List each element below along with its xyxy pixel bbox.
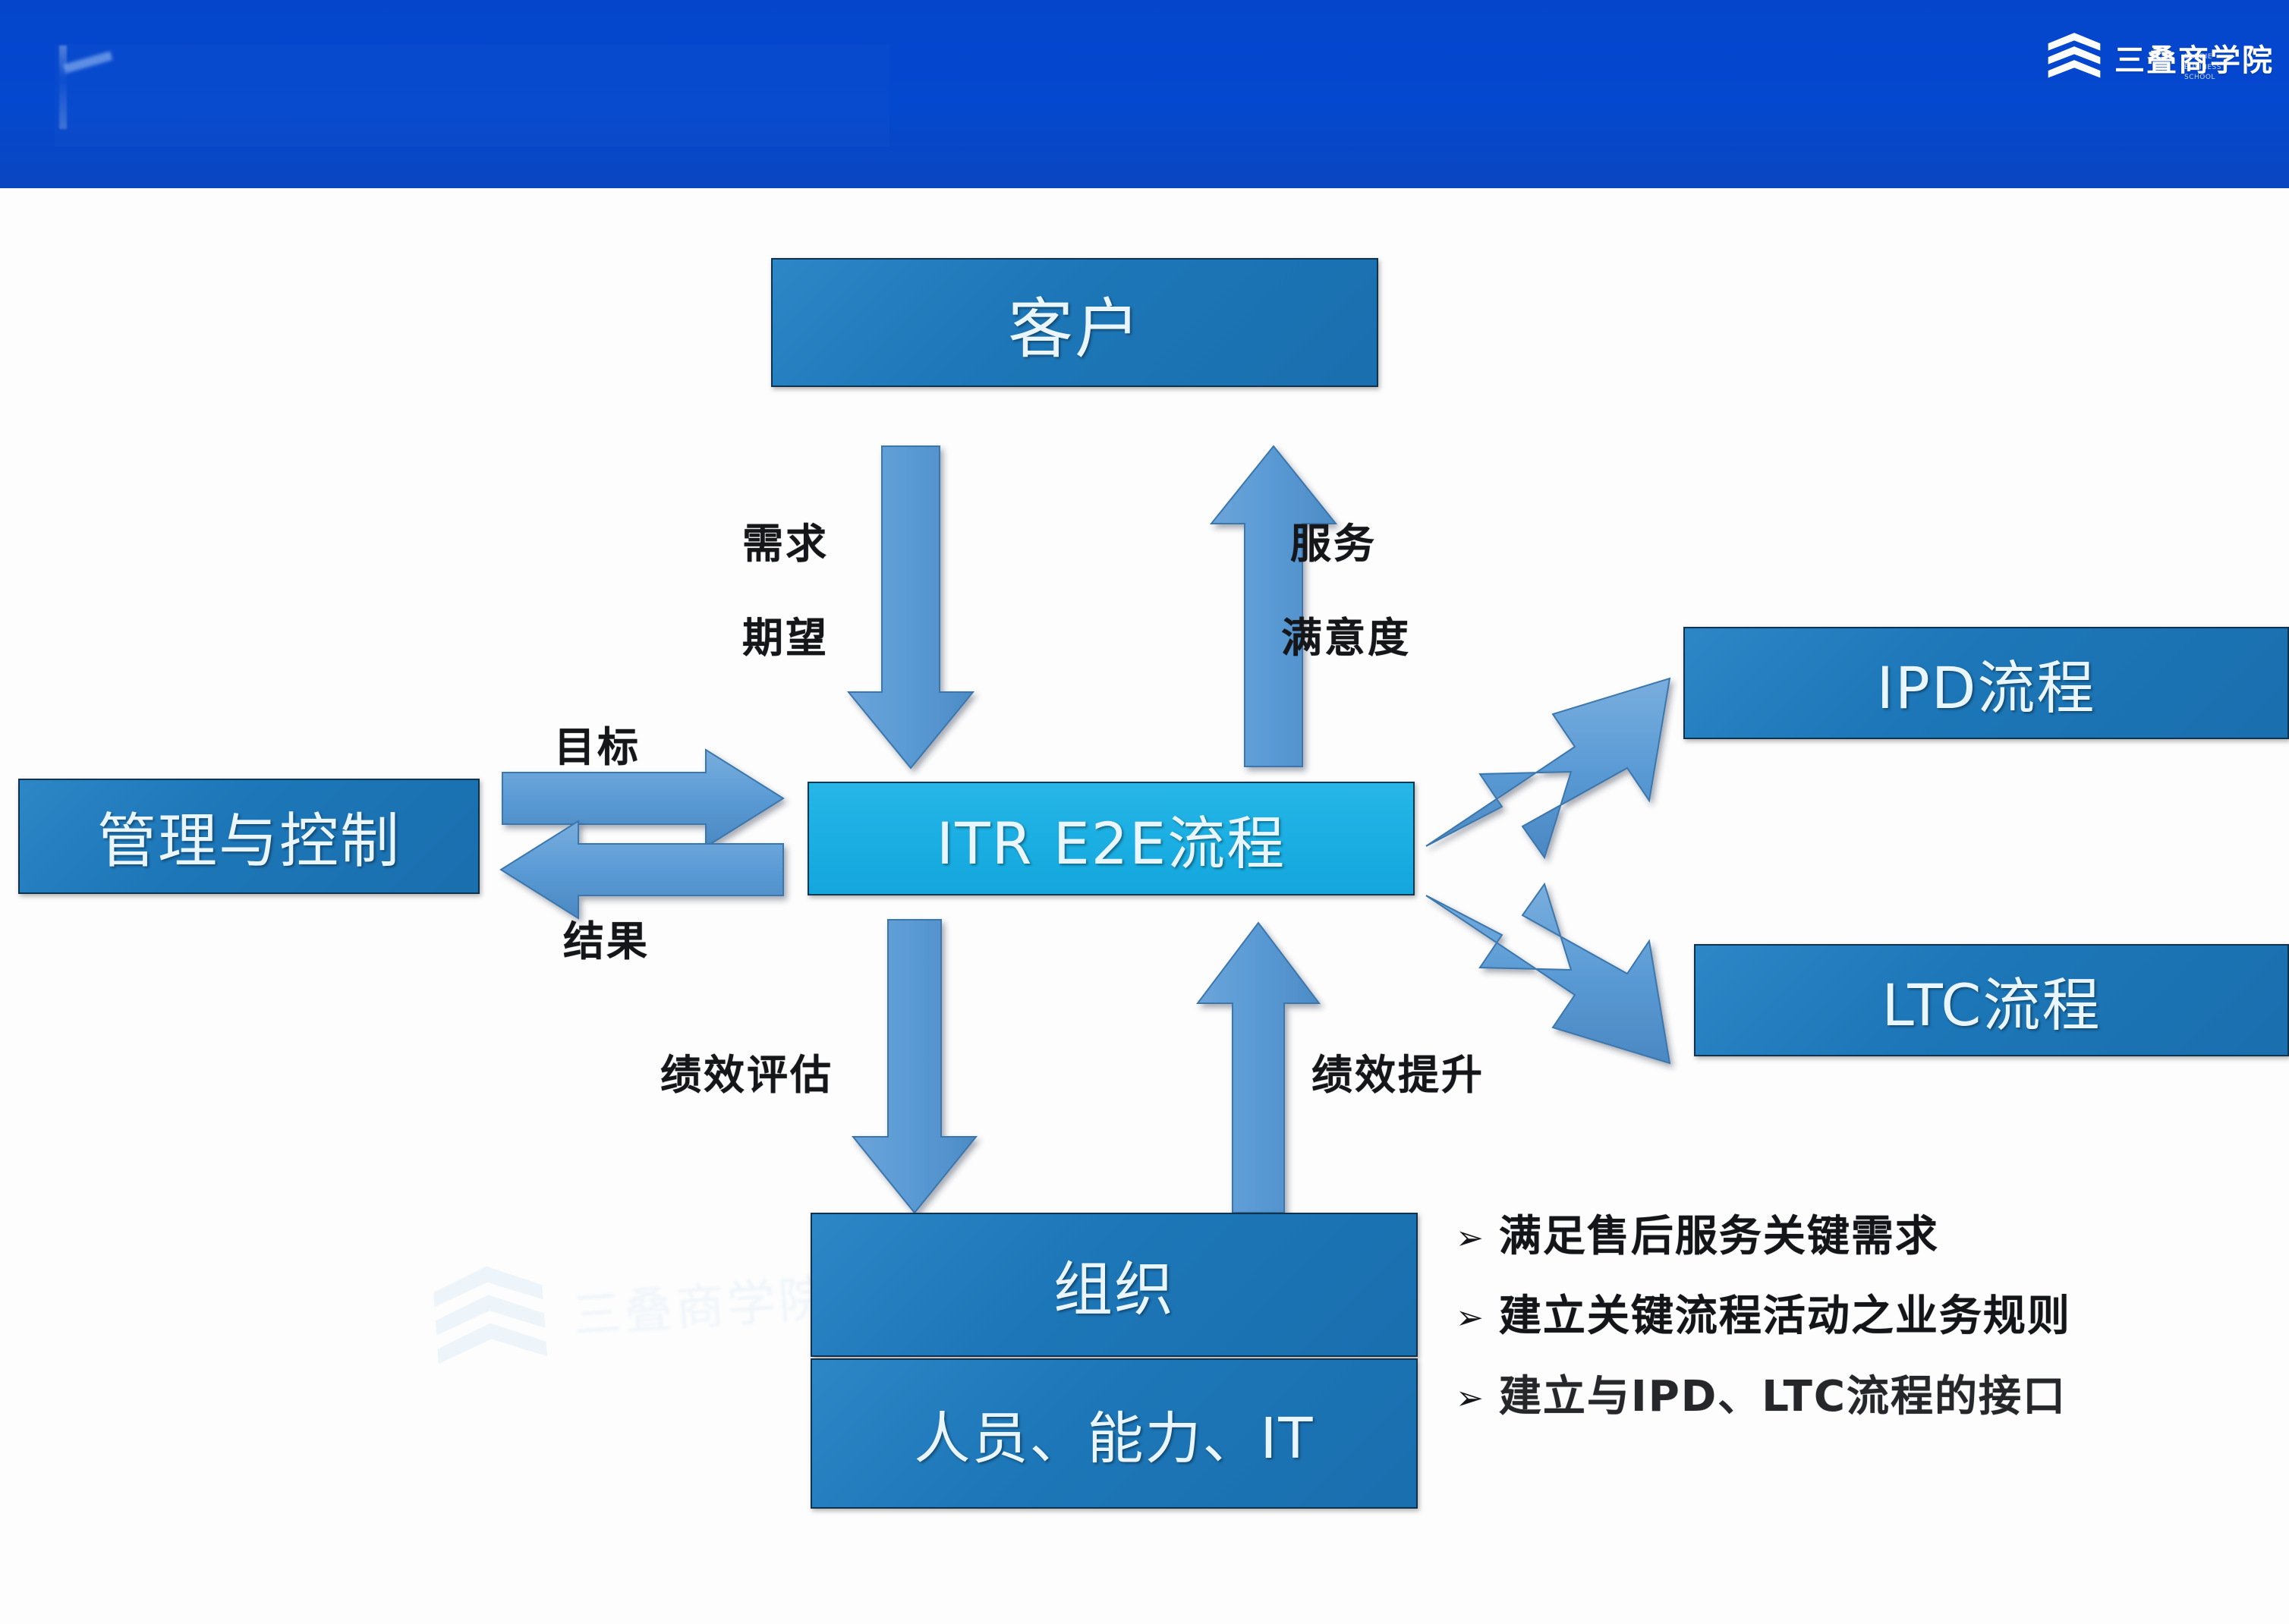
watermark: 三叠商学院 [420,1207,886,1405]
header-bar: SANDIE BUSINESS SCHOOL 三叠商学院 [0,0,2289,188]
node-customer[interactable]: 客户 [771,258,1378,387]
node-itr-e2e-process[interactable]: ITR E2E流程 [808,782,1415,895]
bullet-text: 建立关键流程活动之业务规则 [1498,1292,2071,1342]
arrow-goal-right [502,748,785,848]
list-item: ➢ 建立与IPD、LTC流程的接口 [1456,1374,2283,1419]
bullet-list: ➢ 满足售后服务关键需求 ➢ 建立关键流程活动之业务规则 ➢ 建立与IPD、LT… [1456,1214,2283,1454]
bullet-arrow-icon: ➢ [1456,1298,1484,1338]
brand-sub-3: SCHOOL [2184,74,2215,81]
arrow-performance-evaluation-down [851,919,978,1214]
label-satisfaction: 满意度 [1281,614,1411,662]
arrow-itr-ltc-double [1425,882,1671,1065]
label-result: 结果 [563,917,650,965]
arrow-performance-improvement-up [1195,921,1321,1213]
label-service: 服务 [1290,520,1377,568]
arrow-demand-down [846,445,975,770]
chevron-logo-icon [2048,33,2101,78]
label-performance-improvement: 绩效提升 [1311,1051,1485,1099]
brand-name: 三叠商学院 [2114,43,2274,78]
watermark-chevron-icon [433,1266,547,1364]
bullet-text: 满足售后服务关键需求 [1498,1212,1939,1261]
label-expectation: 期望 [742,614,829,662]
label-goal: 目标 [554,723,641,771]
arrow-result-left [499,820,784,920]
brand-sub-lines: SANDIE BUSINESS SCHOOL [2184,52,2221,83]
organization-stack: 组织 人员、能力、IT [811,1213,1418,1509]
title-cursor-artifact [59,46,67,129]
watermark-text: 三叠商学院 [571,1270,833,1345]
list-item: ➢ 建立关键流程活动之业务规则 [1456,1294,2283,1339]
node-ipd-process[interactable]: IPD流程 [1683,627,2289,739]
bullet-arrow-icon: ➢ [1456,1378,1484,1418]
node-ltc-process[interactable]: LTC流程 [1694,944,2289,1056]
node-management-and-control[interactable]: 管理与控制 [18,779,480,894]
brand-sub-1: SANDIE [2184,53,2213,61]
list-item: ➢ 满足售后服务关键需求 [1456,1212,2283,1261]
slide-title-placeholder [55,44,889,146]
node-organization[interactable]: 组织 [811,1213,1418,1357]
label-performance-evaluation: 绩效评估 [660,1051,833,1099]
arrow-itr-ipd-double [1425,677,1671,860]
label-demand: 需求 [742,520,829,568]
bullet-text: 建立与IPD、LTC流程的接口 [1498,1371,2067,1421]
brand-sub-2: BUSINESS [2184,63,2221,71]
brand-logo: SANDIE BUSINESS SCHOOL 三叠商学院 [2045,21,2272,94]
bullet-arrow-icon: ➢ [1456,1219,1484,1257]
node-people-capability-it[interactable]: 人员、能力、IT [811,1358,1418,1509]
